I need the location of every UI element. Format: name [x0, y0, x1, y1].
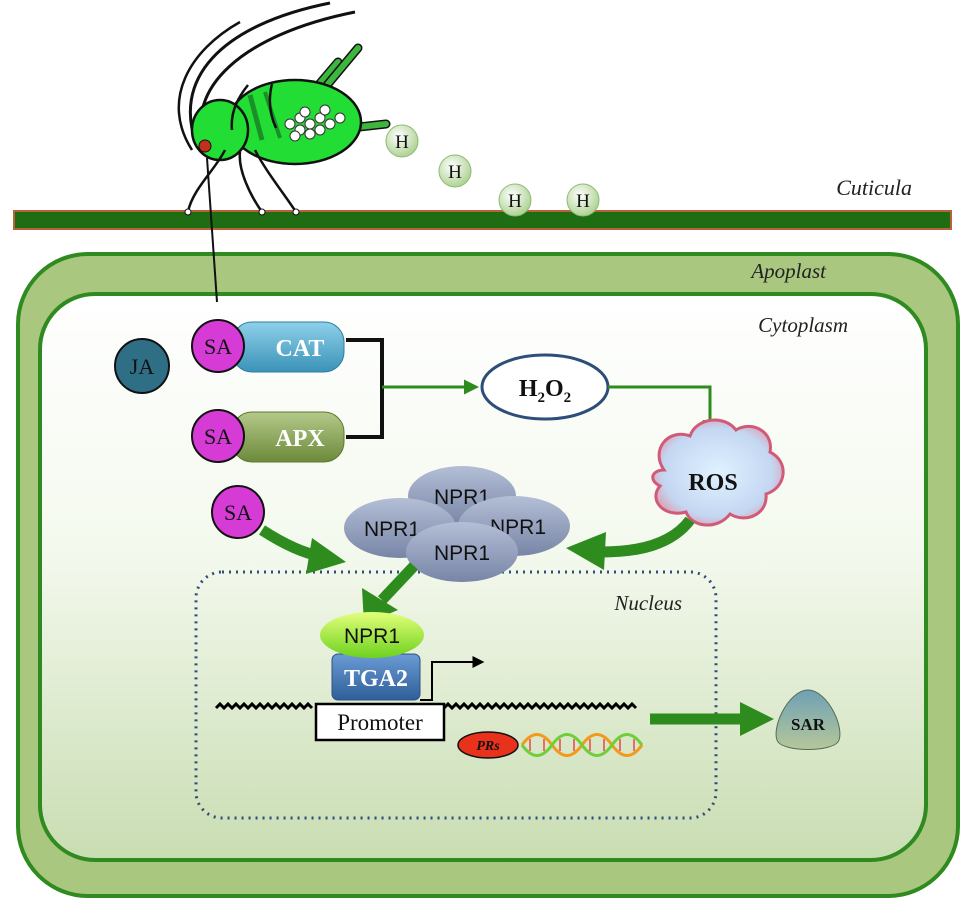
promoter-box: Promoter	[314, 702, 446, 742]
svg-text:H: H	[395, 132, 409, 153]
cat-enzyme: CAT	[231, 321, 345, 373]
h-mark: H	[566, 183, 600, 217]
svg-text:SA: SA	[224, 500, 252, 525]
aphid-illustration	[177, 1, 391, 303]
svg-text:PRs: PRs	[476, 739, 500, 754]
transcription-arrow	[420, 656, 485, 701]
sa-cat-molecule: SA	[191, 319, 245, 373]
arrow-to-sar-head	[740, 702, 774, 736]
svg-text:SA: SA	[204, 334, 232, 359]
svg-text:NPR1: NPR1	[364, 518, 420, 541]
npr1-complex: NPR1 NPR1 NPR1 NPR1	[344, 466, 570, 582]
arrow-sa-head	[306, 538, 346, 574]
ros-cloud: ROS	[651, 418, 785, 527]
cytoplasm-label: Cytoplasm	[758, 313, 848, 337]
h2o2-molecule: H2O2	[480, 353, 610, 421]
svg-text:NPR1: NPR1	[434, 486, 490, 509]
svg-text:H: H	[576, 191, 590, 212]
sa-apx-molecule: SA	[191, 409, 245, 463]
svg-text:H2O2: H2O2	[519, 376, 571, 406]
svg-text:NPR1: NPR1	[434, 542, 490, 565]
h-mark: H	[438, 154, 472, 188]
svg-text:ROS: ROS	[688, 470, 737, 496]
svg-text:SA: SA	[204, 424, 232, 449]
svg-text:Promoter: Promoter	[337, 710, 423, 735]
svg-text:NPR1: NPR1	[344, 625, 400, 648]
h-mark: H	[498, 183, 532, 217]
svg-text:CAT: CAT	[276, 336, 325, 362]
npr1-monomer: NPR1	[320, 612, 424, 658]
svg-text:H: H	[448, 162, 462, 183]
arrow-ros-to-npr1	[601, 516, 695, 558]
arrow-npr1-to-nucleus	[377, 562, 419, 604]
sar-outcome: SAR	[775, 689, 841, 750]
tga2-factor: TGA2	[331, 653, 421, 701]
cuticula-label: Cuticula	[836, 175, 912, 200]
apx-enzyme: APX	[231, 411, 345, 463]
ja-molecule: JA	[114, 338, 170, 394]
herbivore-marks: H H H H	[385, 124, 600, 217]
dna-strand	[214, 701, 314, 711]
prs-gene: PRs	[457, 731, 519, 759]
sa-free-molecule: SA	[211, 485, 265, 539]
apoplast-label: Apoplast	[749, 259, 827, 283]
cuticula-bar	[13, 210, 952, 230]
npr1-unit: NPR1	[406, 522, 518, 582]
svg-text:APX: APX	[275, 426, 325, 452]
dna-helix	[520, 733, 644, 757]
dna-strand	[442, 701, 638, 711]
svg-text:SAR: SAR	[791, 715, 826, 734]
h-mark: H	[385, 124, 419, 158]
svg-text:TGA2: TGA2	[344, 666, 408, 692]
arrow-to-ros	[608, 385, 718, 435]
arrow-ros-head	[566, 532, 606, 570]
nucleus-label: Nucleus	[613, 591, 682, 615]
svg-text:JA: JA	[130, 354, 155, 379]
svg-text:H: H	[508, 191, 522, 212]
